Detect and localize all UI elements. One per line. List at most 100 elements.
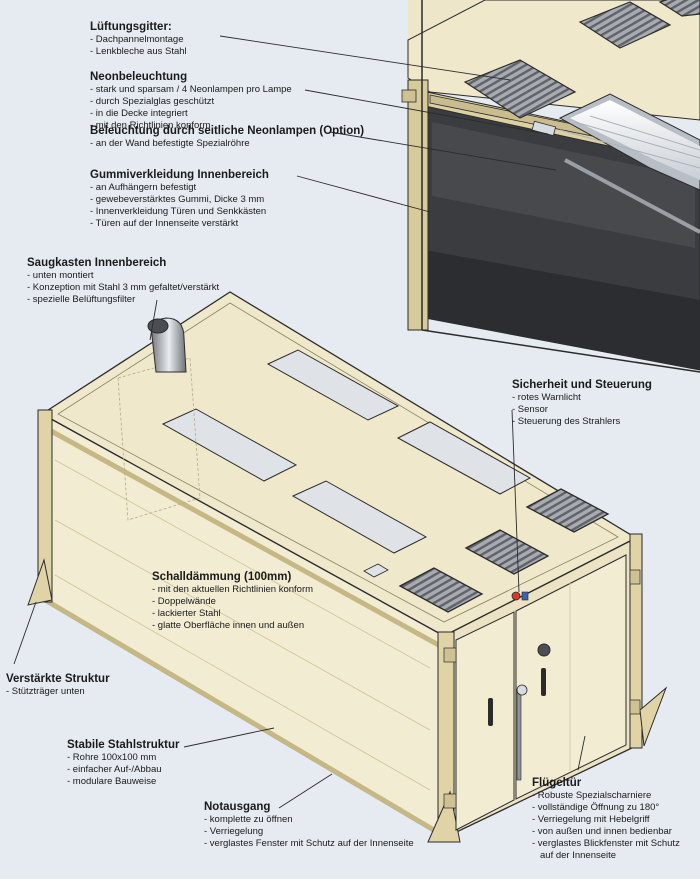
callout-item: - modulare Bauweise (67, 776, 157, 787)
callout-item: - Dachpannelmontage (90, 34, 184, 45)
roof-sensor-plate (363, 563, 389, 578)
callout-item: - verglastes Fenster mit Schutz auf der … (204, 838, 414, 849)
callout-item: - Doppelwände (152, 596, 216, 607)
callout-list: - komplette zu öffnen - Verriegelung - v… (204, 814, 414, 850)
door-handle-right (541, 668, 546, 696)
inset-grille-3 (658, 0, 700, 17)
callout-title: Schalldämmung (100mm) (152, 571, 292, 583)
callout-verstaerkte-struktur: Verstärkte Struktur - Stützträger unten (6, 672, 110, 698)
callout-item: - Türen auf der Innenseite verstärkt (90, 218, 239, 229)
corner-post-right (629, 533, 643, 749)
inset-left-post (407, 79, 429, 331)
callout-list: - mit den aktuellen Richtlinien konform … (152, 584, 313, 632)
callout-item: - Innenverkleidung Türen und Senkkästen (90, 206, 267, 217)
inset-grille-2 (578, 1, 672, 49)
inset-grille-1 (463, 59, 577, 119)
inset-tube-line-2 (589, 115, 700, 151)
callout-list: - Robuste Spezialscharniere - vollständi… (532, 790, 680, 862)
callout-title: Lüftungsgitter: (90, 21, 172, 33)
inset-tube-line-3 (559, 129, 700, 169)
callout-fluegeltuer: Flügeltür - Robuste Spezialscharniere - … (532, 776, 680, 862)
callout-gummiverkleidung: Gummiverkleidung Innenbereich - an Aufhä… (90, 168, 269, 230)
callout-item: - lackierter Stahl (152, 608, 221, 619)
callout-item: - spezielle Belüftungsfilter (27, 294, 136, 305)
callout-list: - an der Wand befestigte Spezialröhre (90, 138, 364, 150)
callout-title: Stabile Stahlstruktur (67, 739, 180, 751)
leader-lueftungsgitter (219, 35, 511, 81)
callout-item: - unten montiert (27, 270, 94, 281)
left-wall-frame-bottom (40, 595, 446, 839)
leader-notausgang (278, 773, 333, 809)
callout-item: - vollständige Öffnung zu 180° (532, 802, 660, 813)
callout-title: Neonbeleuchtung (90, 71, 188, 83)
roof-grille-2 (525, 488, 610, 533)
door-right-leaf (515, 554, 627, 800)
callout-title: Saugkasten Innenbereich (27, 257, 167, 269)
booth (27, 291, 668, 843)
leader-stahlstruktur (183, 727, 275, 748)
callout-saugkasten: Saugkasten Innenbereich - unten montiert… (27, 256, 219, 306)
roof-vent-plate-3 (396, 421, 532, 495)
leader-fluegeltuer (577, 735, 586, 771)
callout-item: - an Aufhängern befestigt (90, 182, 197, 193)
interior-inset (401, 0, 700, 373)
callout-item: - Lenkbleche aus Stahl (90, 46, 187, 57)
callout-item: - gewebeverstärktes Gummi, Dicke 3 mm (90, 194, 265, 205)
callout-item: - Sensor (512, 404, 548, 415)
callout-list: - unten montiert - Konzeption mit Stahl … (27, 270, 219, 306)
callout-schalldaemmung: Schalldämmung (100mm) - mit den aktuelle… (152, 570, 313, 632)
callout-item: - Verriegelung mit Hebelgriff (532, 814, 650, 825)
left-wall-seam-3 (54, 574, 431, 791)
warning-light (511, 591, 521, 601)
callout-title: Flügeltür (532, 777, 582, 789)
callout-item: - an der Wand befestigte Spezialröhre (90, 138, 250, 149)
callout-list: - Dachpannelmontage - Lenkbleche aus Sta… (90, 34, 187, 58)
corner-post-left (37, 409, 53, 603)
callout-item: - Konzeption mit Stahl 3 mm gefaltet/ver… (27, 282, 220, 293)
leader-neonbeleuchtung (304, 89, 549, 135)
callout-lueftungsgitter: Lüftungsgitter: - Dachpannelmontage - Le… (90, 20, 187, 58)
leader-gummiverkleidung (296, 175, 431, 213)
inset-bracket (401, 89, 417, 103)
callout-title: Gummiverkleidung Innenbereich (90, 169, 269, 181)
left-wall-seam-1 (54, 459, 431, 669)
callout-title: Sicherheit und Steuerung (512, 379, 652, 391)
leader-seitliche-neonlampen (329, 131, 557, 171)
callout-list: - stark und sparsam / 4 Neonlampen pro L… (90, 84, 292, 132)
callout-list: - Rohre 100x100 mm - einfacher Auf-/Abba… (67, 752, 179, 788)
foot-right (639, 686, 668, 747)
callout-item: - glatte Oberfläche innen und außen (152, 620, 305, 631)
callout-item: auf der Innenseite (540, 850, 617, 861)
leader-verstaerkte-struktur (13, 601, 37, 665)
callout-item: - von außen und innen bedienbar (532, 826, 672, 837)
callout-item: - mit den Richtlinien konform (90, 120, 211, 131)
roof-grille-3 (398, 567, 484, 613)
callout-item: - stark und sparsam / 4 Neonlampen pro L… (90, 84, 292, 95)
roof-grille-1 (464, 529, 550, 575)
callout-list: - Stützträger unten (6, 686, 110, 698)
roof-vent-plate-1 (266, 349, 400, 421)
callout-item: - komplette zu öffnen (204, 814, 293, 825)
callout-item: - in die Decke integriert (90, 108, 188, 119)
callout-item: - rotes Warnlicht (512, 392, 581, 403)
callout-title: Notausgang (204, 801, 271, 813)
inset-border-bottom (421, 329, 700, 373)
door-left-leaf (455, 611, 515, 831)
control-sensor (521, 591, 529, 601)
leader-sicherheit (511, 409, 520, 593)
callout-neonbeleuchtung: Neonbeleuchtung - stark und sparsam / 4 … (90, 70, 292, 132)
callout-title: Beleuchtung durch seitliche Neonlampen (… (90, 125, 365, 137)
left-wall-seam-2 (54, 519, 431, 731)
door-lever-knob (516, 684, 528, 696)
door-lever-rod (516, 689, 522, 781)
callout-item: - Rohre 100x100 mm (67, 752, 157, 763)
callout-notausgang: Notausgang - komplette zu öffnen - Verri… (204, 800, 414, 850)
callout-list: - rotes Warnlicht - Sensor - Steuerung d… (512, 392, 652, 428)
callout-title: Verstärkte Struktur (6, 673, 110, 685)
inset-floor-shadow (425, 250, 700, 370)
callout-item: - Robuste Spezialscharniere (532, 790, 652, 801)
left-wall-frame-top (40, 423, 446, 651)
inset-side-neon (564, 158, 700, 234)
